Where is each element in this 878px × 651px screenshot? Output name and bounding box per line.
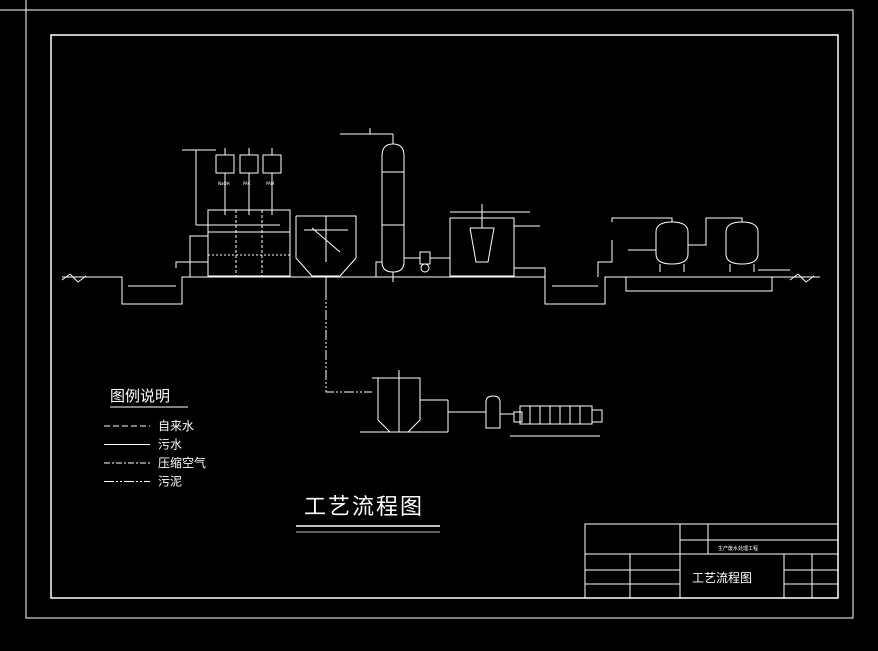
clarifier-tank	[449, 204, 546, 277]
sludge-line	[325, 290, 372, 393]
title-block-drawing-name: 工艺流程图	[692, 570, 752, 585]
title-block	[584, 523, 839, 599]
chemical-dosing-tanks: NaOH PAC PAM	[182, 148, 282, 226]
outer-border	[25, 9, 854, 619]
inner-border	[50, 34, 839, 599]
project-name: 生产废水处理工程	[718, 545, 758, 552]
biofilter-column	[340, 128, 405, 282]
filter-press	[500, 405, 603, 437]
adjustment-tank	[128, 261, 191, 287]
legend-label-1: 自来水	[158, 419, 194, 433]
legend-title: 图例说明	[110, 387, 170, 405]
ground-line	[61, 273, 820, 305]
chemical-label-pam: PAM	[266, 181, 275, 186]
drawing-title: 工艺流程图	[304, 495, 424, 520]
chemical-label-pac: PAC	[243, 181, 251, 186]
legend-label-4: 污泥	[158, 475, 182, 489]
clean-water-tank	[552, 240, 613, 287]
booster-pump	[404, 251, 450, 273]
pressure-filters	[611, 217, 790, 292]
legend-label-3: 压缩空气	[158, 455, 206, 470]
reaction-tank	[189, 209, 291, 277]
legend-label-2: 污水	[158, 438, 182, 452]
chemical-label-naoh: NaOH	[218, 181, 230, 186]
sludge-pump	[448, 395, 501, 429]
sludge-thickener	[360, 370, 449, 433]
crop-marks	[0, 0, 50, 48]
drawing-title-block: 工艺流程图	[296, 495, 440, 533]
sedimentation-tank	[295, 215, 357, 290]
